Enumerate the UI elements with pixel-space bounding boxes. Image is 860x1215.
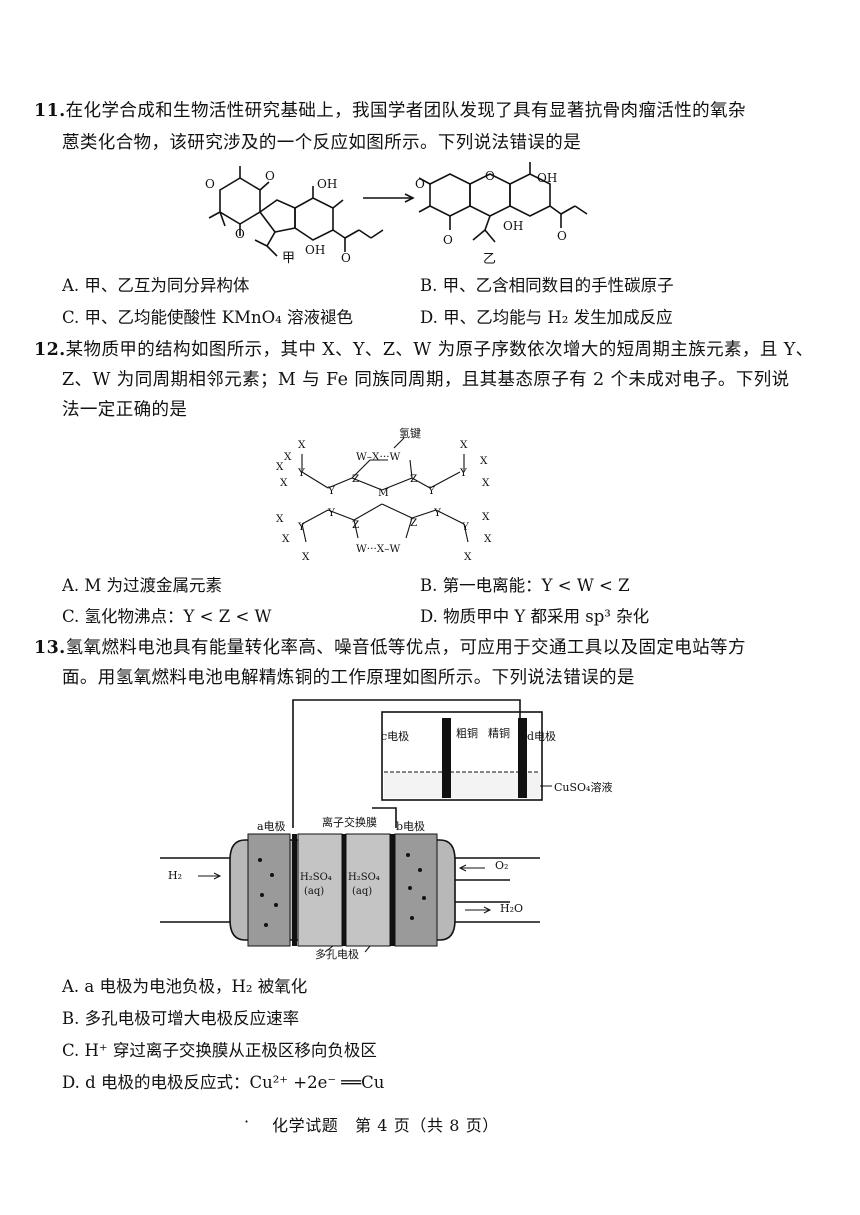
ion-exchange-membrane (342, 834, 346, 946)
svg-text:O: O (443, 233, 453, 247)
svg-text:Z: Z (410, 473, 417, 485)
svg-text:Y: Y (327, 485, 336, 497)
q13-label-h2: H₂ (168, 869, 183, 882)
q11-line1: 11.在化学合成和生物活性研究基础上，我国学者团队发现了具有显著抗骨肉瘤活性的氧… (34, 99, 746, 123)
q13-label-o2: O₂ (495, 859, 509, 872)
q12-option-b[interactable]: B. 第一电离能：Y < W < Z (420, 576, 630, 595)
yi-ring-1 (429, 173, 471, 217)
jia-ring-1 (219, 177, 261, 225)
svg-text:OH: OH (317, 177, 337, 191)
svg-text:O: O (557, 229, 567, 243)
q13-label-membrane: 离子交换膜 (322, 816, 377, 829)
svg-text:X: X (484, 533, 492, 545)
svg-text:X: X (482, 511, 490, 523)
svg-text:O: O (265, 169, 275, 183)
svg-text:Y: Y (427, 485, 436, 497)
svg-text:X: X (460, 439, 468, 451)
q13-cell-diagram (160, 699, 552, 953)
q13-line1: 13.氢氧燃料电池具有能量转化率高、噪音低等优点，可应用于交通工具以及固定电站等… (34, 636, 746, 660)
q13-label-aq-right: (aq) (352, 886, 373, 897)
q12-option-d[interactable]: D. 物质甲中 Y 都采用 sp³ 杂化 (420, 607, 650, 626)
svg-text:Y: Y (297, 467, 306, 479)
jia-ring-3 (294, 197, 334, 241)
q11-line2: 蒽类化合物，该研究涉及的一个反应如图所示。下列说法错误的是 (62, 133, 582, 153)
q11-option-c[interactable]: C. 甲、乙均能使酸性 KMnO₄ 溶液褪色 (62, 308, 354, 327)
q13-option-b[interactable]: B. 多孔电极可增大电极反应速率 (62, 1009, 300, 1028)
q12-line2: Z、W 为同周期相邻元素；M 与 Fe 同族同周期，且其基态原子有 2 个未成对… (62, 370, 790, 390)
q11-label-yi: 乙 (483, 252, 497, 267)
q13-label-porous: 多孔电极 (315, 948, 359, 961)
svg-text:X: X (298, 439, 306, 451)
svg-text:M: M (378, 487, 389, 499)
crude-copper-electrode (442, 718, 451, 798)
svg-text:Y: Y (461, 521, 470, 533)
page-footer: 化学试题 第 4 页（共 8 页） (272, 1116, 499, 1135)
q11-stem-text-1: 在化学合成和生物活性研究基础上，我国学者团队发现了具有显著抗骨肉瘤活性的氧杂 (65, 101, 746, 121)
q12-option-c[interactable]: C. 氢化物沸点：Y < Z < W (62, 607, 272, 626)
q12-hbond-label: 氢键 (399, 427, 421, 440)
svg-text:Z: Z (410, 517, 417, 529)
svg-text:Z: Z (352, 519, 359, 531)
svg-text:O: O (235, 227, 245, 241)
svg-text:X: X (276, 461, 284, 473)
svg-text:O: O (341, 251, 351, 265)
q13-option-c[interactable]: C. H⁺ 穿过离子交换膜从正极区移向负极区 (62, 1041, 377, 1060)
jia-ring-2 (258, 199, 296, 233)
q11-option-a[interactable]: A. 甲、乙互为同分异构体 (62, 276, 250, 295)
q13-stem-text-1: 氢氧燃料电池具有能量转化率高、噪音低等优点，可应用于交通工具以及固定电站等方 (65, 638, 746, 658)
q11-number: 11. (34, 101, 66, 121)
q13-label-d-electrode: d电极 (527, 730, 557, 743)
q12-line1: 12.某物质甲的结构如图所示，其中 X、Y、Z、W 为原子序数依次增大的短周期主… (34, 338, 814, 362)
q13-label-aq-left: (aq) (304, 886, 325, 897)
q13-label-h2so4-right: H₂SO₄ (348, 872, 380, 883)
q13-label-a-electrode: a电极 (257, 820, 286, 833)
svg-text:OH: OH (537, 171, 557, 185)
q11-option-b[interactable]: B. 甲、乙含相同数目的手性碳原子 (420, 276, 674, 295)
pure-copper-electrode (518, 718, 527, 798)
q11-label-jia: 甲 (282, 251, 296, 266)
svg-text:Y: Y (433, 507, 442, 519)
q11-reaction-diagram: O O O OH OH O O O O OH OH O (205, 162, 588, 265)
svg-text:X: X (482, 477, 490, 489)
q13-label-crude-cu: 粗铜 (456, 727, 478, 740)
q12-number: 12. (34, 340, 66, 360)
q12-option-a[interactable]: A. M 为过渡金属元素 (62, 576, 223, 595)
svg-text:X: X (464, 551, 472, 563)
svg-text:OH: OH (305, 243, 325, 257)
svg-text:O: O (205, 177, 215, 191)
q13-label-h2o: H₂O (500, 902, 524, 915)
svg-text:Y: Y (459, 467, 468, 479)
svg-text:OH: OH (503, 219, 523, 233)
q13-option-d[interactable]: D. d 电极的电极反应式：Cu²⁺ +2e⁻ ══Cu (62, 1073, 385, 1092)
svg-text:X: X (302, 551, 310, 563)
svg-text:X: X (280, 477, 288, 489)
q13-number: 13. (34, 638, 66, 658)
q13-option-a[interactable]: A. a 电极为电池负极，H₂ 被氧化 (62, 977, 308, 996)
svg-text:W···X–W: W···X–W (356, 543, 401, 555)
q12-line3: 法一定正确的是 (62, 400, 188, 420)
svg-text:O: O (415, 177, 425, 191)
electrolysis-tank (381, 711, 543, 801)
q13-line2: 面。用氢氧燃料电池电解精炼铜的工作原理如图所示。下列说法错误的是 (62, 668, 635, 688)
q13-label-b-electrode: b电极 (396, 820, 426, 833)
footer-dot: · (244, 1112, 250, 1131)
svg-text:Z: Z (352, 473, 359, 485)
q11-option-d[interactable]: D. 甲、乙均能与 H₂ 发生加成反应 (420, 308, 673, 327)
q13-label-cuso4: CuSO₄溶液 (554, 781, 613, 794)
q13-label-pure-cu: 精铜 (488, 727, 510, 740)
svg-text:X: X (480, 455, 488, 467)
svg-text:X: X (276, 513, 284, 525)
svg-text:Y: Y (297, 521, 306, 533)
svg-text:X: X (282, 533, 290, 545)
q13-label-h2so4-left: H₂SO₄ (300, 872, 332, 883)
q12-stem-text-1: 某物质甲的结构如图所示，其中 X、Y、Z、W 为原子序数依次增大的短周期主族元素… (65, 340, 814, 360)
svg-text:O: O (485, 169, 495, 183)
svg-text:X: X (284, 451, 292, 463)
svg-text:Y: Y (327, 507, 336, 519)
q13-label-c-electrode: c电极 (381, 730, 410, 743)
svg-text:W–X···W: W–X···W (356, 451, 401, 463)
